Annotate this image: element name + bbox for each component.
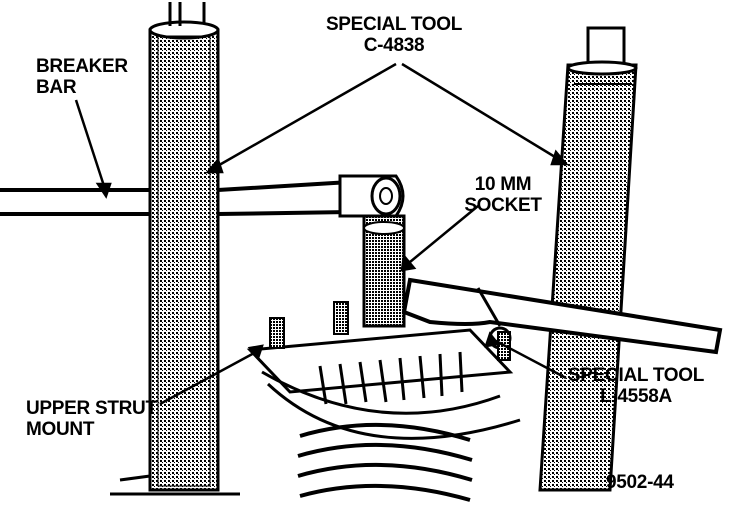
socket-extension <box>362 214 406 328</box>
label-10mm-socket-line2: SOCKET <box>464 195 542 216</box>
label-breaker-bar: BREAKER BAR <box>36 56 128 98</box>
right-compressor-tube <box>538 26 638 492</box>
coil-spring <box>297 422 473 502</box>
label-breaker-bar-line1: BREAKER <box>36 56 128 77</box>
left-compressor-tube <box>119 2 220 492</box>
label-breaker-bar-line2: BAR <box>36 77 77 98</box>
figure-code: 9502-44 <box>606 472 674 493</box>
label-special-tool-c4838-line2: C-4838 <box>363 35 425 56</box>
strut-mount-plate <box>246 301 521 440</box>
label-special-tool-l4558a-line2: L-4558A <box>600 386 672 407</box>
label-special-tool-c4838: SPECIAL TOOL C-4838 <box>304 14 484 56</box>
label-upper-strut-mount-line2: MOUNT <box>26 419 95 440</box>
leader-lines <box>74 62 569 406</box>
label-upper-strut-mount-line1: UPPER STRUT <box>26 398 157 419</box>
label-upper-strut-mount: UPPER STRUT MOUNT <box>26 398 157 440</box>
label-10mm-socket-line1: 10 MM <box>474 174 532 195</box>
label-special-tool-c4838-line1: SPECIAL TOOL <box>325 14 463 35</box>
label-special-tool-l4558a: SPECIAL TOOL L-4558A <box>556 365 716 407</box>
label-special-tool-l4558a-line1: SPECIAL TOOL <box>567 365 705 386</box>
label-10mm-socket: 10 MM SOCKET <box>452 174 554 216</box>
